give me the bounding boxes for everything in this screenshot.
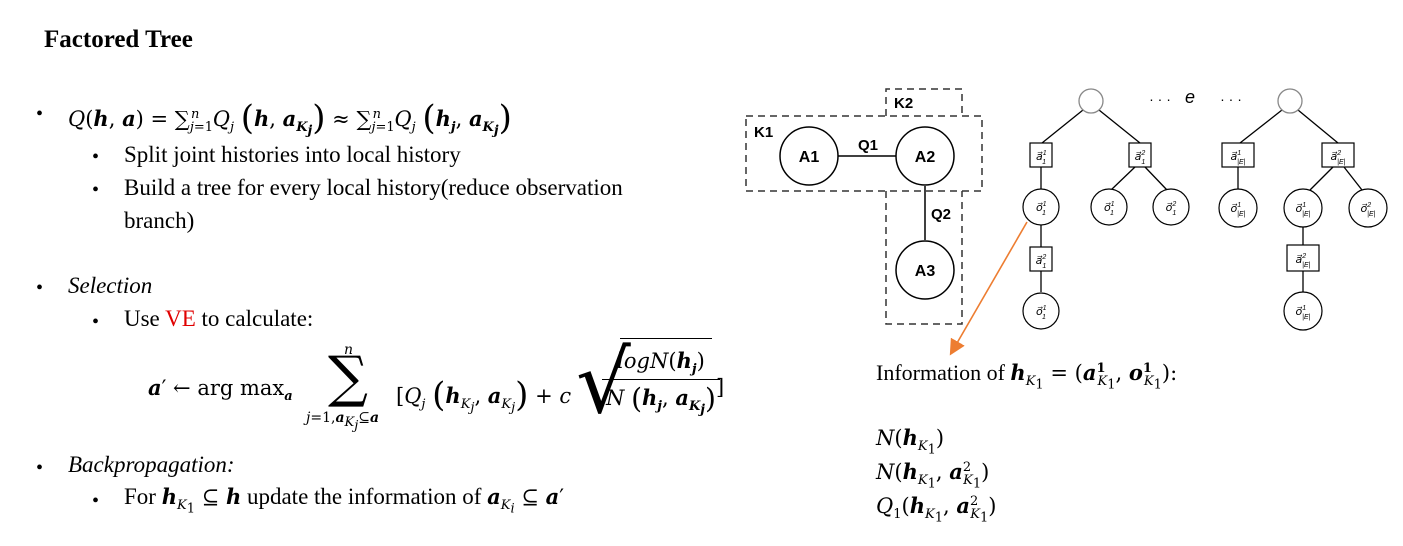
tree-2-observation-node bbox=[1283, 188, 1323, 228]
orange-arrow bbox=[949, 221, 1028, 356]
svg-text:o⃗21: o⃗21 bbox=[1166, 201, 1177, 217]
backprop-heading: Backpropagation: bbox=[68, 452, 235, 477]
agent-a1-node bbox=[779, 126, 839, 186]
bullet-dot: • bbox=[92, 146, 100, 168]
selection-heading: Selection bbox=[68, 273, 153, 298]
info-n-h-a: N(hK1, a2K1) bbox=[876, 459, 990, 492]
bullet-dot: • bbox=[36, 103, 44, 125]
e-label: e bbox=[1185, 87, 1195, 107]
ve-highlight: VE bbox=[165, 306, 196, 331]
agent-a2-node bbox=[895, 126, 955, 186]
svg-text:o⃗11: o⃗11 bbox=[1104, 201, 1115, 217]
tree-2-observation-node bbox=[1348, 188, 1388, 228]
tree-2-action-node bbox=[1321, 142, 1355, 168]
k2-box-top bbox=[885, 88, 963, 116]
k1-label: K1 bbox=[754, 124, 773, 141]
tree-2-observation-node bbox=[1283, 291, 1323, 331]
bullet-dot: • bbox=[36, 457, 44, 479]
bullet-dot: • bbox=[36, 277, 44, 299]
tree-1-observation-node bbox=[1152, 188, 1190, 226]
info-header-line: Information of hK1 = (a1K1, o1K1): bbox=[876, 360, 1178, 393]
agent-a3-node bbox=[895, 240, 955, 300]
to-calculate-text: to calculate: bbox=[201, 306, 314, 331]
update-text: update the information of bbox=[246, 484, 482, 509]
info-n-h: N(hK1) bbox=[876, 425, 945, 458]
backprop-line: For hK1 ⊆ h update the information of aK… bbox=[124, 484, 564, 517]
tree-1-observation-node bbox=[1022, 292, 1060, 330]
a1-label: A1 bbox=[799, 149, 820, 166]
ellipsis-left: · · · bbox=[1149, 91, 1171, 107]
bullet-build-tree-line1: Build a tree for every local history(red… bbox=[124, 175, 623, 200]
ucb-fraction: logN(hj) N (hj, aKj) bbox=[602, 348, 720, 418]
tree-1-observation-node bbox=[1090, 188, 1128, 226]
tree-2-action-node bbox=[1221, 142, 1255, 168]
svg-text:a⃗11: a⃗11 bbox=[1036, 150, 1047, 166]
info-q-h-a: Q1(hK1, a2K1) bbox=[876, 493, 997, 526]
tree-2-root-node bbox=[1277, 88, 1303, 114]
tree-2-action-node bbox=[1286, 244, 1320, 272]
k2-label: K2 bbox=[894, 95, 913, 112]
use-word: Use bbox=[124, 306, 160, 331]
tree-1-action-node bbox=[1029, 246, 1053, 272]
tree-1-root-node bbox=[1078, 88, 1104, 114]
bullet-dot: • bbox=[92, 490, 100, 512]
ellipsis-right: · · · bbox=[1220, 91, 1242, 107]
q1-label: Q1 bbox=[858, 137, 878, 154]
tree-1-action-node bbox=[1128, 142, 1152, 168]
tree-1-edges bbox=[1040, 109, 1168, 292]
info-header-text: Information of bbox=[876, 360, 1005, 385]
svg-text:o⃗11: o⃗11 bbox=[1036, 305, 1047, 321]
a2-label: A2 bbox=[915, 149, 936, 166]
page-title: Factored Tree bbox=[44, 26, 193, 53]
q-factorization-formula: Q(h, a) = ∑j=1n Qj (h, aKj) ≈ ∑j=1n Qj (… bbox=[68, 98, 512, 139]
for-word: For bbox=[124, 484, 156, 509]
q2-label: Q2 bbox=[931, 206, 951, 223]
svg-text:a⃗21: a⃗21 bbox=[1036, 254, 1047, 270]
bullet-dot: • bbox=[92, 311, 100, 333]
svg-text:a⃗21: a⃗21 bbox=[1135, 150, 1146, 166]
tree-2-edges bbox=[1237, 109, 1363, 292]
selection-formula: a′ ← arg maxa n ∑ j=1,aKj⊆a [Qj (hKj, aK… bbox=[148, 333, 725, 434]
bullet-dot: • bbox=[92, 179, 100, 201]
tree-1-action-node bbox=[1029, 142, 1053, 168]
use-ve-line: Use VE to calculate: bbox=[124, 306, 313, 332]
bullet-build-tree-line2: branch) bbox=[124, 208, 195, 233]
tree-1-observation-node bbox=[1022, 188, 1060, 226]
a3-label: A3 bbox=[915, 263, 936, 280]
svg-text:o⃗11: o⃗11 bbox=[1036, 201, 1047, 217]
bullet-split-histories: Split joint histories into local history bbox=[124, 142, 461, 167]
k2-box-bottom bbox=[885, 191, 963, 325]
tree-2-observation-node bbox=[1218, 188, 1258, 228]
